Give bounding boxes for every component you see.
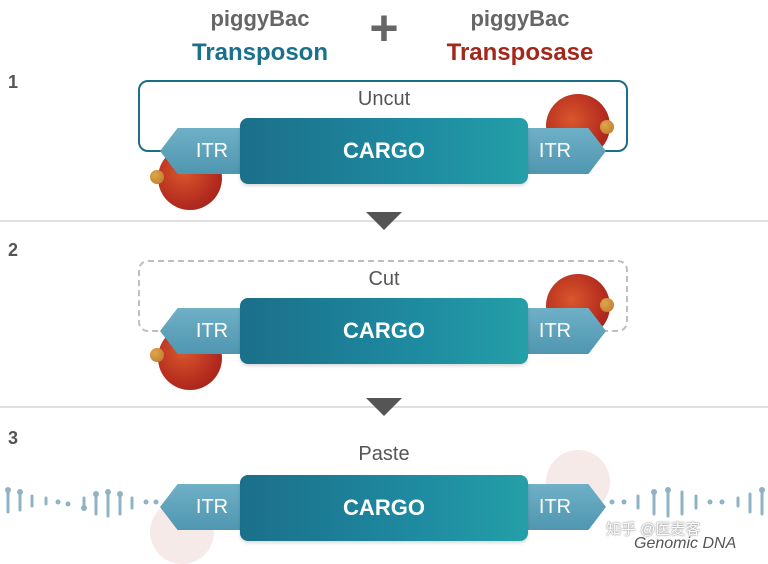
- step-2-number: 2: [8, 240, 19, 260]
- genomic-dna-right: [609, 487, 765, 518]
- step-1-bead-right: [600, 120, 614, 134]
- step-3-cargo: CARGO: [240, 475, 528, 541]
- transposase-title-sub: piggyBac: [470, 6, 570, 31]
- step-2-label: Cut: [350, 268, 418, 291]
- arrow-down-1-icon: [366, 212, 402, 230]
- step-1-cargo: CARGO: [240, 118, 528, 184]
- genomic-dna-left: [5, 487, 159, 518]
- step-3-number: 3: [8, 428, 19, 448]
- plus-sign: +: [369, 0, 399, 56]
- step-1-itr-left: ITR: [160, 128, 248, 174]
- step-2-bead-left: [150, 348, 164, 362]
- genomic-dna-label: Genomic DNA: [634, 535, 737, 552]
- transposase-title: piggyBac Transposase: [420, 2, 620, 70]
- step-3-label: Paste: [358, 443, 410, 465]
- step-1-bead-left: [150, 170, 164, 184]
- transposon-title: piggyBac Transposon: [160, 2, 360, 70]
- step-2-itr-right: ITR: [518, 308, 606, 354]
- step-1-label: Uncut: [340, 88, 428, 111]
- transposase-title-main: Transposase: [446, 39, 594, 66]
- step-3-itr-right: ITR: [518, 484, 606, 530]
- step-1-itr-right: ITR: [518, 128, 606, 174]
- arrow-down-2-icon: [366, 398, 402, 416]
- step-2-bead-right: [600, 298, 614, 312]
- step-2-cargo: CARGO: [240, 298, 528, 364]
- step-3-itr-left: ITR: [160, 484, 248, 530]
- step-1-number: 1: [8, 72, 19, 92]
- step-2-itr-left: ITR: [160, 308, 248, 354]
- transposon-title-main: Transposon: [191, 39, 329, 66]
- watermark: 知乎 @医麦客: [606, 521, 701, 538]
- transposon-title-sub: piggyBac: [210, 6, 310, 31]
